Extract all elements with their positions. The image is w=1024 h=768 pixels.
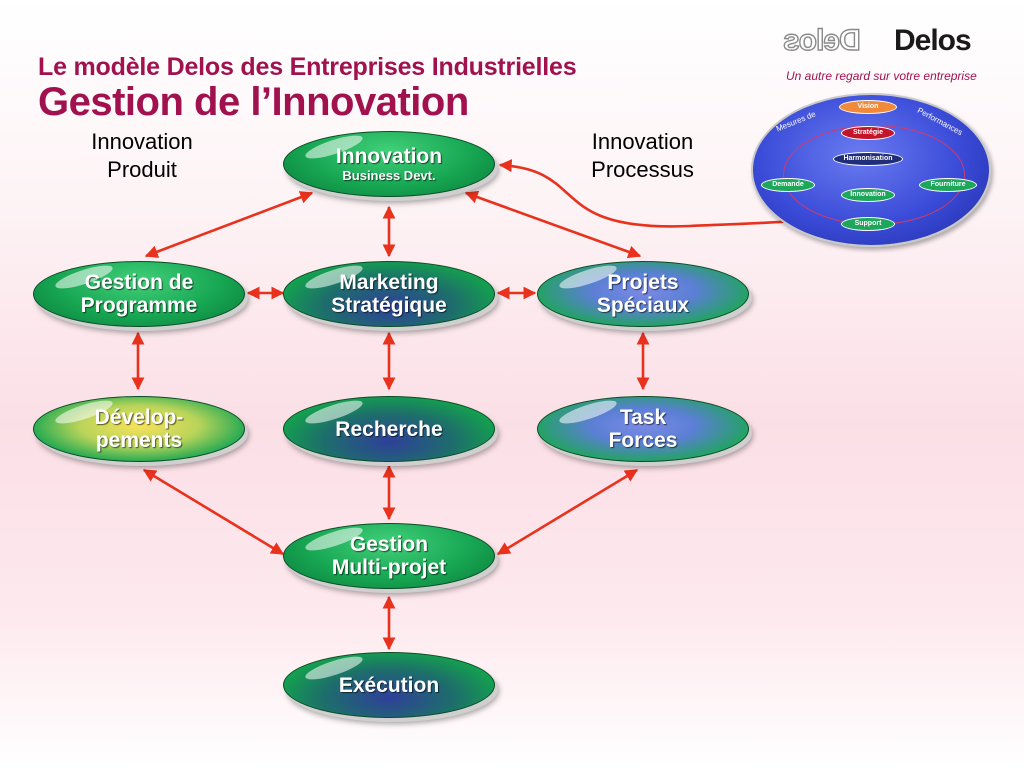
process-diagram: Mesures de Performances Vision Stratégie… (751, 93, 991, 247)
process-ring (783, 125, 965, 225)
arrow-innovation-gestion-programme (144, 191, 314, 258)
arrow-innovation-projets (464, 190, 642, 259)
node-recherche: Recherche (283, 396, 495, 462)
pill-harmonisation: Harmonisation (833, 152, 903, 166)
node-task-forces: Task Forces (537, 396, 749, 462)
tagline: Un autre regard sur votre entreprise (786, 69, 977, 83)
subtitle: Le modèle Delos des Entreprises Industri… (38, 53, 577, 81)
page-title: Gestion de l’Innovation (38, 80, 469, 124)
node-execution: Exécution (283, 652, 495, 718)
pill-demande: Demande (761, 178, 815, 192)
label-innovation-produit: Innovation Produit (91, 129, 193, 182)
pill-support: Support (841, 217, 895, 231)
pill-vision: Vision (839, 100, 897, 114)
arrow-developpements-multi (142, 468, 285, 556)
node-gestion-multi-projet: Gestion Multi-projet (283, 523, 495, 589)
node-innovation: Innovation Business Devt. (283, 131, 495, 197)
node-gestion-programme: Gestion de Programme (33, 261, 245, 327)
pill-strategie: Stratégie (841, 126, 895, 140)
pill-innovation: Innovation (841, 188, 895, 202)
arrow-taskforces-multi (496, 468, 639, 556)
node-projets: Projets Spéciaux (537, 261, 749, 327)
node-marketing: Marketing Stratégique (283, 261, 495, 327)
delos-logo: Delos Delos (783, 23, 1004, 64)
logo-text: Delos (894, 24, 972, 57)
pill-fourniture: Fourniture (919, 178, 977, 192)
node-developpements: Dévelop- pements (33, 396, 245, 462)
